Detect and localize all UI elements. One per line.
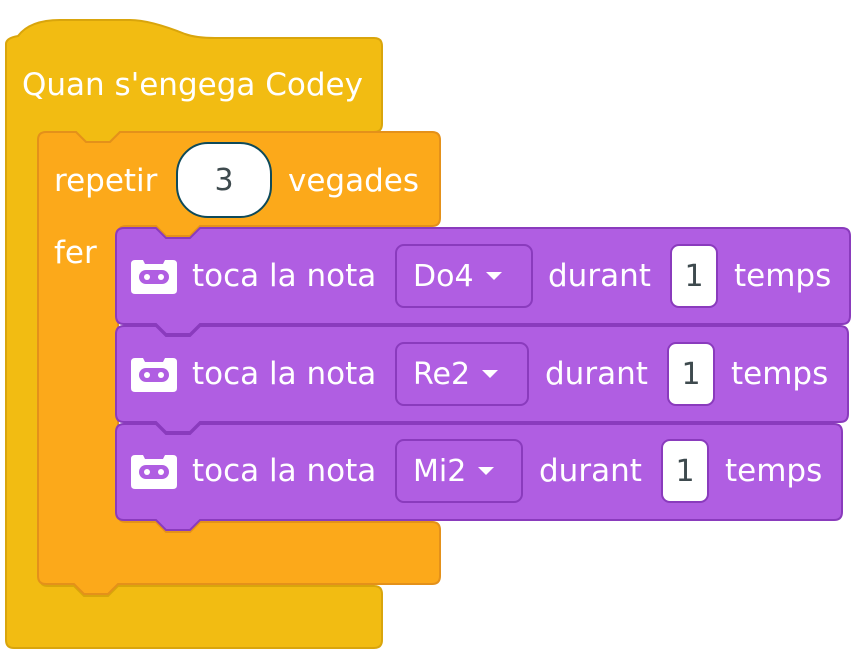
repeat-label: repetir (54, 163, 158, 199)
chevron-down-icon (485, 272, 502, 280)
codey-robot-icon (131, 358, 177, 392)
note-dropdown-value: Re2 (413, 356, 471, 392)
beats-input[interactable]: 1 (661, 439, 709, 503)
play-note-label: toca la nota (192, 258, 377, 294)
repeat-do-label: fer (54, 235, 97, 271)
note-dropdown[interactable]: Re2 (395, 342, 529, 406)
chevron-down-icon (478, 467, 495, 475)
during-label: durant (545, 356, 648, 392)
note-dropdown-value: Mi2 (413, 453, 467, 489)
hat-block-label: Quan s'engega Codey (22, 67, 363, 103)
codey-robot-icon (131, 455, 177, 489)
note-dropdown-value: Do4 (413, 258, 474, 294)
note-dropdown[interactable]: Mi2 (395, 439, 523, 503)
during-label: durant (539, 453, 642, 489)
play-note-label: toca la nota (192, 453, 377, 489)
repeat-count-input[interactable]: 3 (176, 142, 272, 218)
beats-unit-label: temps (731, 356, 829, 392)
beats-input[interactable]: 1 (667, 342, 715, 406)
beats-input[interactable]: 1 (670, 244, 718, 308)
repeat-block[interactable] (37, 131, 441, 595)
beats-unit-label: temps (725, 453, 823, 489)
note-dropdown[interactable]: Do4 (395, 244, 533, 308)
repeat-unit-label: vegades (288, 163, 419, 199)
play-note-label: toca la nota (192, 356, 377, 392)
beats-unit-label: temps (734, 258, 832, 294)
chevron-down-icon (482, 370, 499, 378)
during-label: durant (548, 258, 651, 294)
codey-robot-icon (131, 260, 177, 294)
